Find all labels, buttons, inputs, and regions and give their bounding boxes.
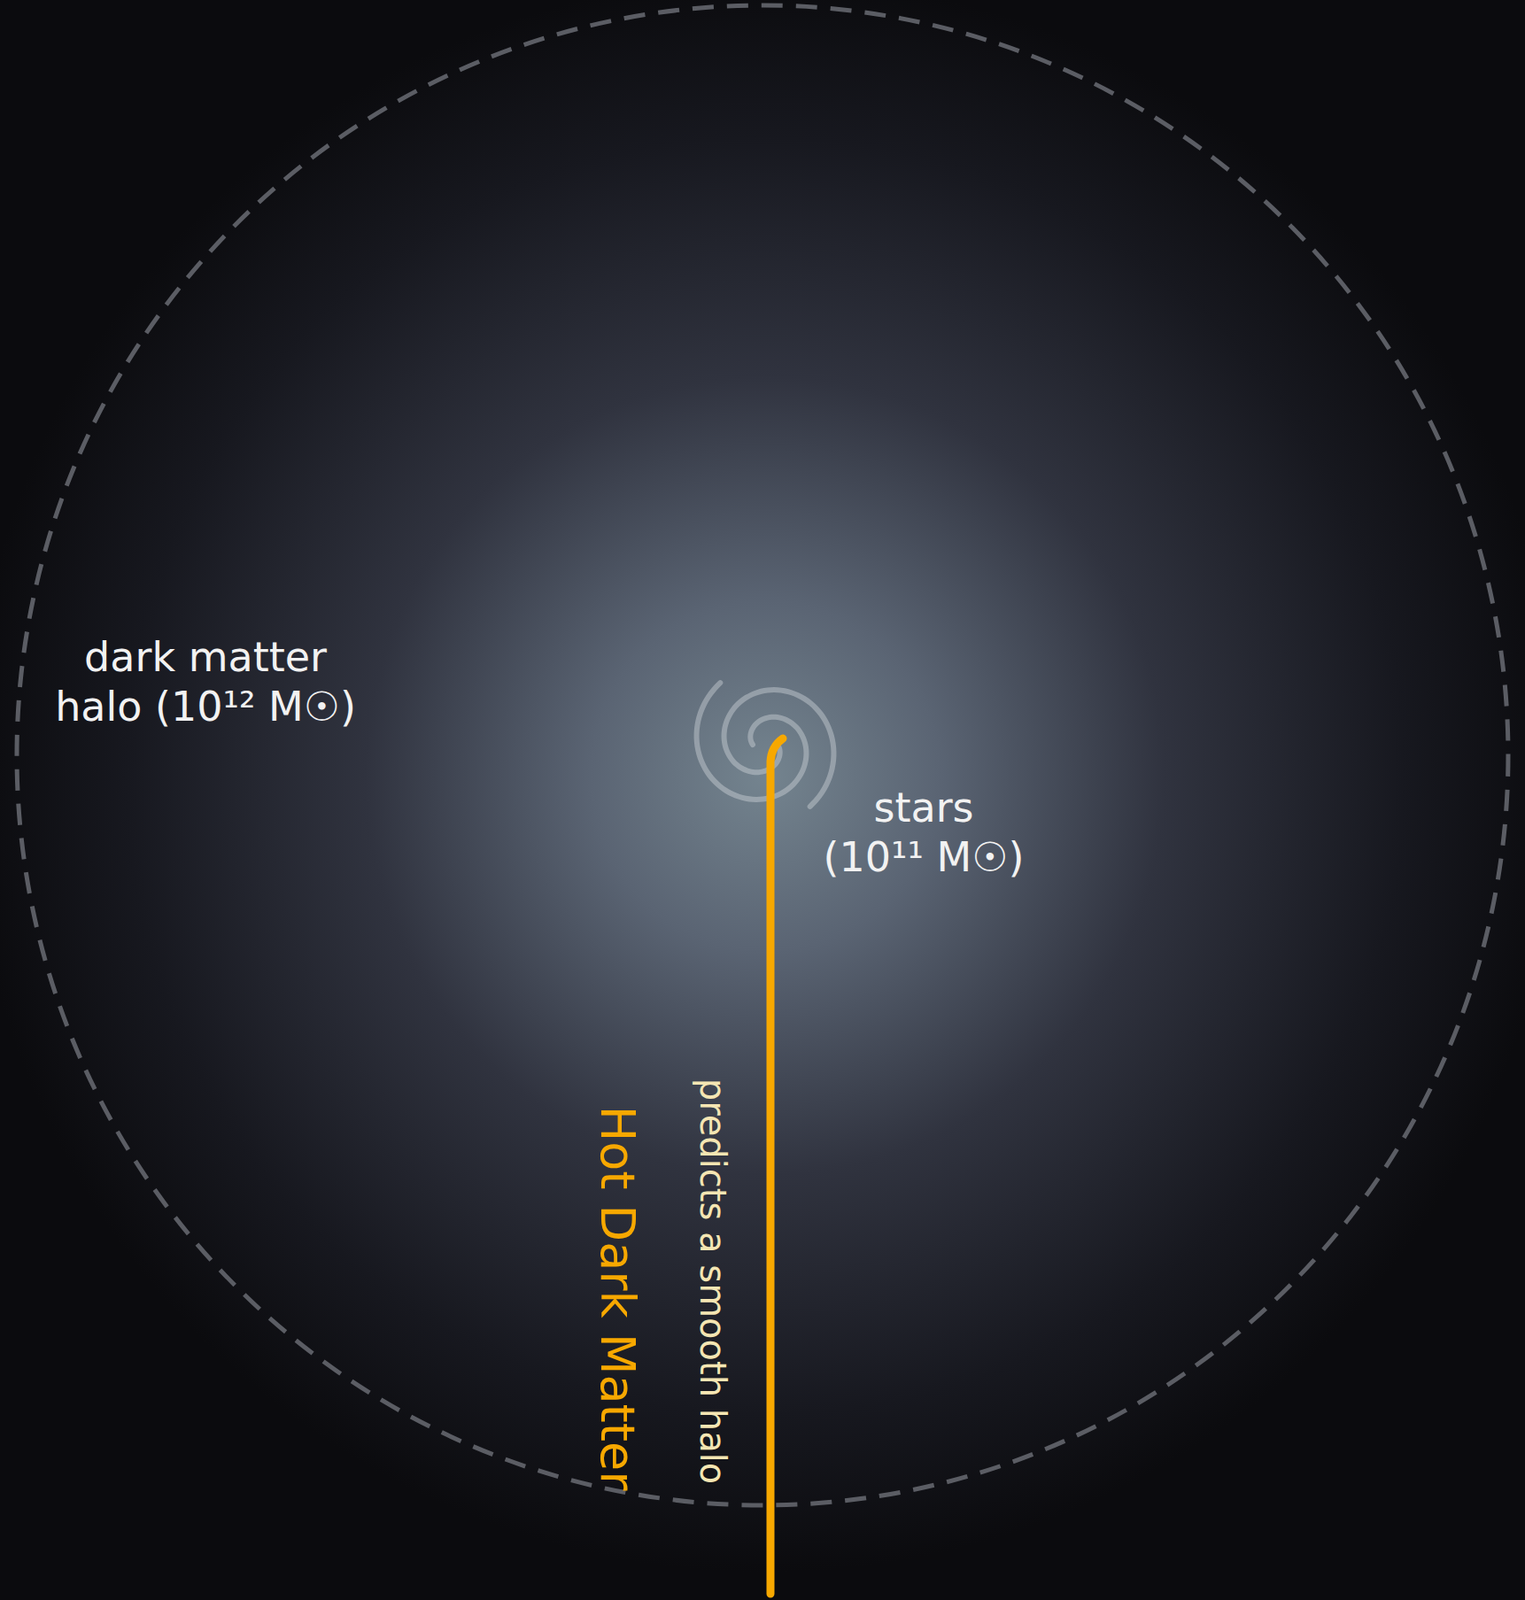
halo-label: dark matter halo (10¹² M☉) <box>54 632 358 732</box>
pointer-line <box>770 738 783 1595</box>
stars-label: stars (10¹¹ M☉) <box>821 782 1026 883</box>
galaxy-arm <box>696 682 807 800</box>
prediction-text: predicts a smooth halo <box>691 1078 736 1485</box>
spiral-galaxy <box>696 682 835 807</box>
model-title: Hot Dark Matter <box>588 1106 647 1492</box>
galaxy-arm <box>724 689 835 807</box>
halo-boundary <box>16 5 1509 1506</box>
